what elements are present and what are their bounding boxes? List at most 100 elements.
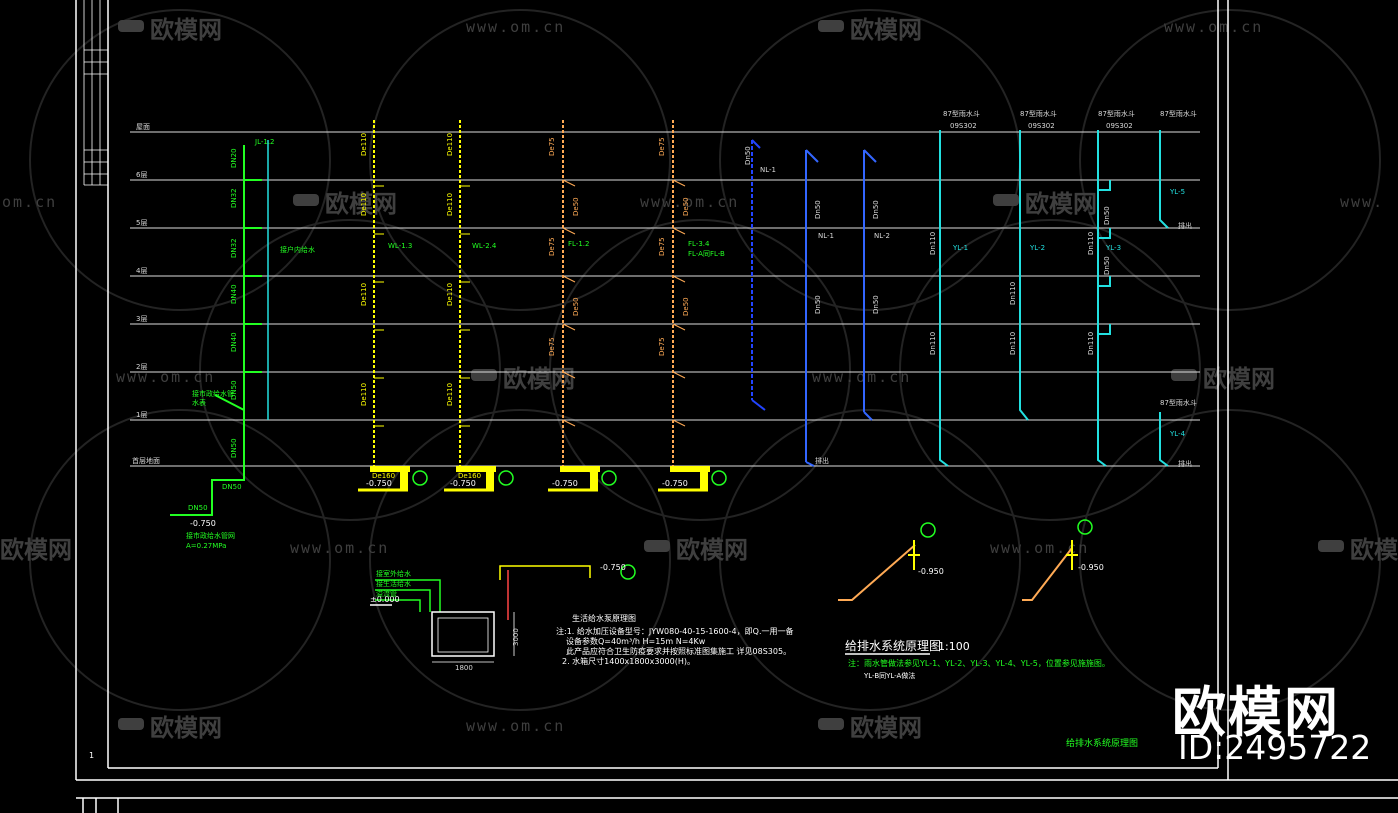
pump-note-1b: 设备参数Q=40m³/h H=15m N=4Kw — [566, 636, 706, 646]
floor-label-1: 1层 — [136, 411, 147, 419]
size-dn50-a: DN50 — [222, 483, 242, 491]
floor-label-3: 3层 — [136, 315, 147, 323]
riser-label-nl1: NL-1 — [760, 166, 776, 174]
pump-note-1: 注:1. 给水加压设备型号：JYW080-40-15-1600-4，即Q.一用一… — [556, 626, 794, 636]
size-label: De75 — [658, 237, 666, 256]
watermark-url: www. — [1340, 193, 1384, 211]
drawing-note: 注：雨水管做法参见YL-1、YL-2、YL-3、YL-4、YL-5，位置参见施施… — [848, 658, 1110, 668]
drawing-note-sub: YL-B同YL-A做法 — [863, 671, 915, 680]
page-number: 1 — [89, 751, 94, 760]
size-label: De110 — [446, 133, 454, 156]
watermark-brand: 欧模网 — [850, 16, 922, 44]
size-label: De110 — [360, 133, 368, 156]
size-label: Dn110 — [1087, 232, 1095, 255]
watermark-brand: 欧模网 — [325, 190, 397, 218]
size-dn50-b: DN50 — [188, 504, 208, 512]
rain-std-2: 09S302 — [1028, 122, 1055, 130]
elevation-fl34: -0.750 — [662, 479, 688, 488]
supply-note-meter: 水表 — [192, 398, 206, 407]
supply-pressure: A=0.27MPa — [186, 542, 226, 550]
size-label: De50 — [572, 297, 580, 316]
size-label: De110 — [360, 383, 368, 406]
riser-label-yl4: YL-4 — [1169, 430, 1186, 438]
watermark-sofa-icons — [118, 20, 1344, 730]
outlet-label: 排出 — [815, 456, 829, 465]
rain-riser-yl2 — [1019, 130, 1029, 421]
size-label: De75 — [658, 137, 666, 156]
size-label: De75 — [548, 337, 556, 356]
riser-label-yl5: YL-5 — [1169, 188, 1185, 196]
household-supply-label: 接户内给水 — [280, 245, 315, 254]
size-label: De110 — [446, 193, 454, 216]
riser-size-labels: De110 De110 De110 De110 De110 De110 De11… — [360, 133, 690, 406]
rain-riser-yl3 — [1097, 130, 1111, 467]
size-label: De110 — [446, 383, 454, 406]
watermark-url: www.om.cn — [640, 193, 739, 211]
watermark-url: om.cn — [2, 193, 57, 211]
rain-size-labels: Dn110 Dn110 Dn110 Dn110 Dn110 Dn110 Dn50… — [929, 206, 1111, 355]
size-label: De50 — [572, 197, 580, 216]
size-label: DN40 — [230, 332, 238, 352]
watermark-circles — [29, 9, 1381, 711]
size-label: Dn110 — [1009, 282, 1017, 305]
watermark-brand: 欧模网 — [0, 536, 72, 564]
rain-std-1: 09S302 — [950, 122, 977, 130]
size-label: De110 — [446, 283, 454, 306]
size-label: DN50 — [230, 380, 238, 400]
title-block-caption: 给排水系统原理图 — [1066, 737, 1138, 749]
watermark-brand: 欧模网 — [1350, 536, 1398, 564]
watermark-url: www.om.cn — [466, 717, 565, 735]
size-label: Dn110 — [929, 232, 937, 255]
size-label: DN32 — [230, 188, 238, 208]
rain-head-4: 87型雨水斗 — [1160, 398, 1197, 407]
floor-label-6: 6层 — [136, 171, 147, 179]
elevation-fl12: -0.750 — [552, 479, 578, 488]
waste-riser-fl34 — [658, 120, 727, 492]
size-label: Dn50 — [814, 200, 822, 219]
size-label: Dn50 — [1103, 206, 1111, 225]
elevation-supply: -0.750 — [190, 519, 216, 528]
watermark-url: www.om.cn — [1164, 18, 1263, 36]
size-label: De110 — [360, 283, 368, 306]
watermark-brand: 欧模网 — [850, 714, 922, 742]
rain-riser-yl4 — [1159, 412, 1169, 467]
size-label: De75 — [548, 137, 556, 156]
watermark-brand: 欧模网 — [150, 714, 222, 742]
rain-head-5: 87型雨水斗 — [1160, 109, 1197, 118]
waste-riser-wl24 — [444, 120, 514, 492]
size-label: Dn110 — [929, 332, 937, 355]
outlet-label: 排出 — [1178, 221, 1192, 230]
floor-label-ground: 首层地面 — [132, 456, 160, 465]
outlet-label: 排出 — [1178, 459, 1192, 468]
supply-note-municipal: 接市政给水管网 — [186, 531, 235, 540]
floor-label-2: 2层 — [136, 363, 147, 371]
size-label: DN32 — [230, 238, 238, 258]
watermark-url: www.om.cn — [990, 539, 1089, 557]
floor-label-5: 5层 — [136, 219, 147, 227]
size-wl13-out: De160 — [372, 472, 395, 480]
waste-riser-wl13 — [358, 120, 428, 492]
size-label: De50 — [682, 297, 690, 316]
brand-id: ID:2495722 — [1178, 728, 1372, 767]
riser-label-nl2: NL-2 — [874, 232, 890, 240]
pump-label-c: 溢流管 — [376, 589, 397, 598]
size-label: De75 — [548, 237, 556, 256]
size-label: Dn50 — [1103, 256, 1111, 275]
drawing-scale: 1:100 — [938, 640, 970, 653]
pump-note-2: 2. 水箱尺寸1400x1800x3000(H)。 — [562, 656, 695, 666]
size-label: Dn110 — [1087, 332, 1095, 355]
rain-outlet-detail-2 — [1022, 519, 1093, 601]
rain-outlet-detail-1 — [838, 522, 936, 601]
waste-riser-fl12 — [548, 120, 617, 492]
elevation-rain-2: -0.950 — [1078, 563, 1104, 572]
watermark-brand: 欧模网 — [676, 536, 748, 564]
rain-riser-yl1 — [939, 130, 949, 467]
riser-label-fl12: FL-1.2 — [568, 240, 589, 248]
rain-std-3: 09S302 — [1106, 122, 1133, 130]
watermark-url: www.om.cn — [116, 368, 215, 386]
riser-label-yl3: YL-3 — [1105, 244, 1121, 252]
riser-label-nl1b: NL-1 — [818, 232, 834, 240]
size-label: De75 — [658, 337, 666, 356]
watermark-brand: 欧模网 — [150, 16, 222, 44]
riser-label-yl1: YL-1 — [952, 244, 968, 252]
